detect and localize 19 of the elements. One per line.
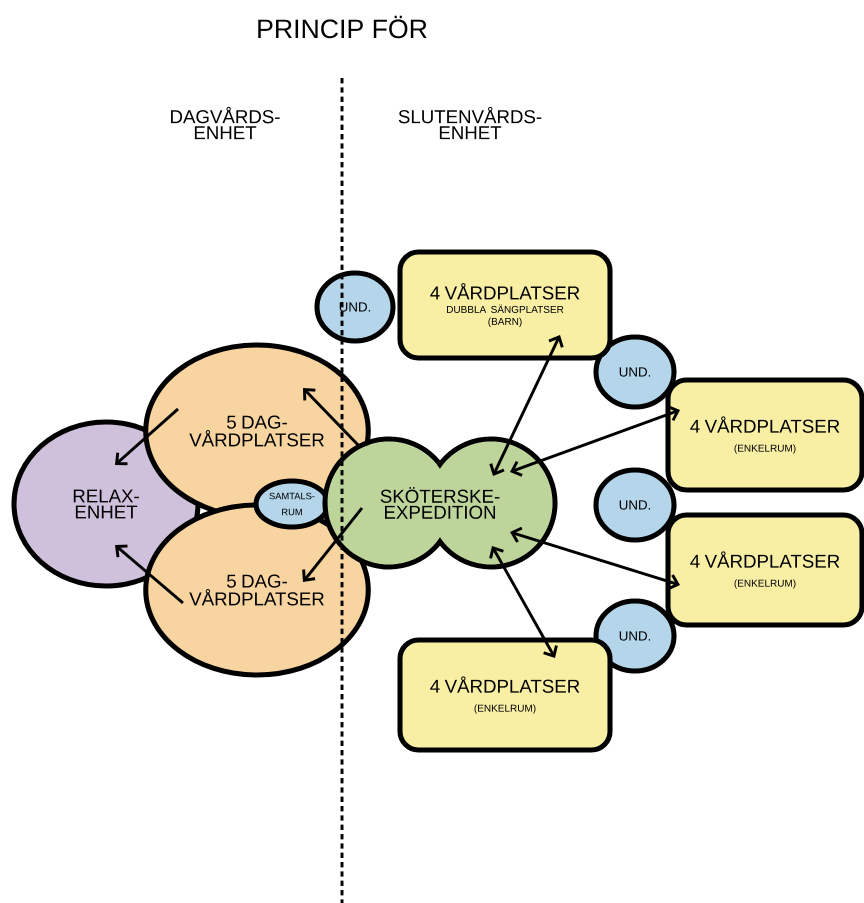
- rounded-box: 4 VÅRDPLATSER (ENKELRUM): [665, 512, 864, 628]
- arrow: [489, 546, 558, 658]
- ellipse-node: UND.: [593, 334, 677, 410]
- arrow: [302, 507, 364, 582]
- rounded-box: 4 VÅRDPLATSER (ENKELRUM): [665, 377, 864, 493]
- arrow: [115, 408, 179, 466]
- arrow: [115, 544, 184, 604]
- rounded-box: 4 VÅRDPLATSER (ENKELRUM): [397, 637, 613, 753]
- arrow: [510, 405, 680, 477]
- rounded-box: 4 VÅRDPLATSER DUBBLA SÄNGPLATSER (BARN): [397, 249, 613, 361]
- arrow: [303, 388, 362, 448]
- arrow: [489, 335, 564, 476]
- ellipse-node: UND.: [593, 598, 677, 674]
- arrow: [510, 526, 680, 590]
- section-label: DAGVÅRDS- ENHET: [171, 106, 280, 140]
- ellipse-node: UND.: [593, 467, 677, 543]
- title: PRINCIP FÖR: [258, 16, 427, 38]
- section-label: SLUTENVÅRDS- ENHET: [398, 106, 542, 140]
- ellipse-node: UND.: [314, 270, 396, 344]
